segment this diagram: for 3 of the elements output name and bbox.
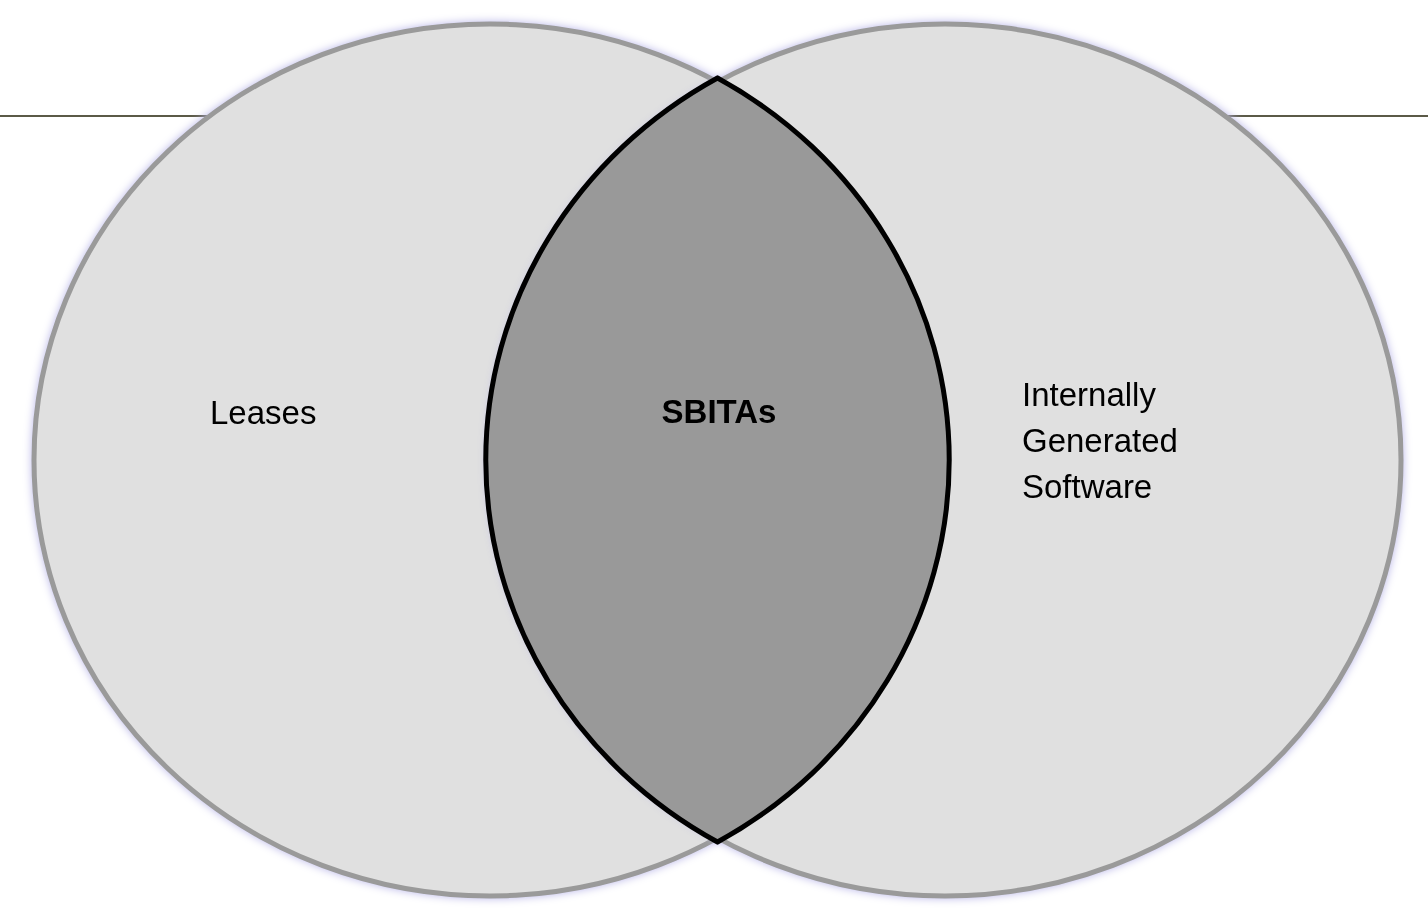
region-label: Leases: [210, 393, 318, 433]
region-label: SBITAs: [660, 392, 778, 432]
region-label: Internally Generated Software: [1022, 375, 1179, 508]
